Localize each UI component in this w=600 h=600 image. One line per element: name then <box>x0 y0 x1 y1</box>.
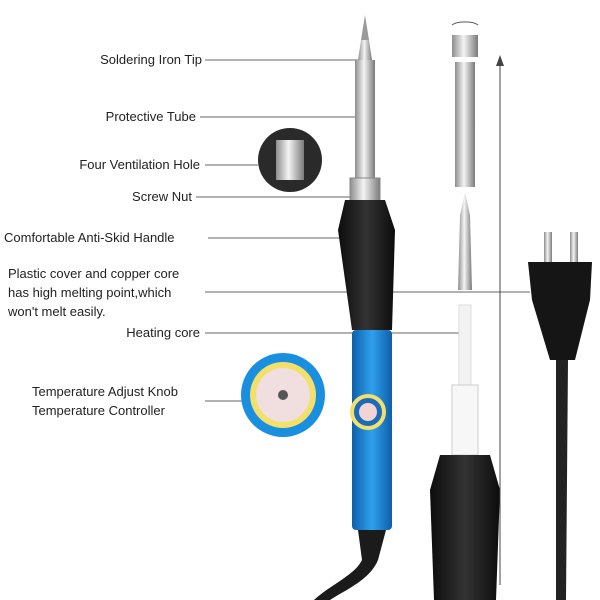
label-controller: Temperature Controller <box>32 403 165 418</box>
power-plug <box>528 232 592 600</box>
label-ventilation-hole: Four Ventilation Hole <box>79 157 200 172</box>
disassembled-parts <box>430 21 500 600</box>
label-plastic-2: has high melting point,which <box>8 285 172 300</box>
label-knob: Temperature Adjust Knob <box>32 384 178 399</box>
label-plastic-1: Plastic cover and copper core <box>8 266 180 281</box>
label-plastic-3: won't melt easily. <box>8 304 106 319</box>
label-soldering-tip: Soldering Iron Tip <box>100 52 202 67</box>
label-heating-core: Heating core <box>126 325 200 340</box>
label-screw-nut: Screw Nut <box>132 189 192 204</box>
soldering-iron <box>314 15 395 600</box>
label-handle: Comfortable Anti-Skid Handle <box>4 230 175 245</box>
label-protective-tube: Protective Tube <box>105 109 196 124</box>
